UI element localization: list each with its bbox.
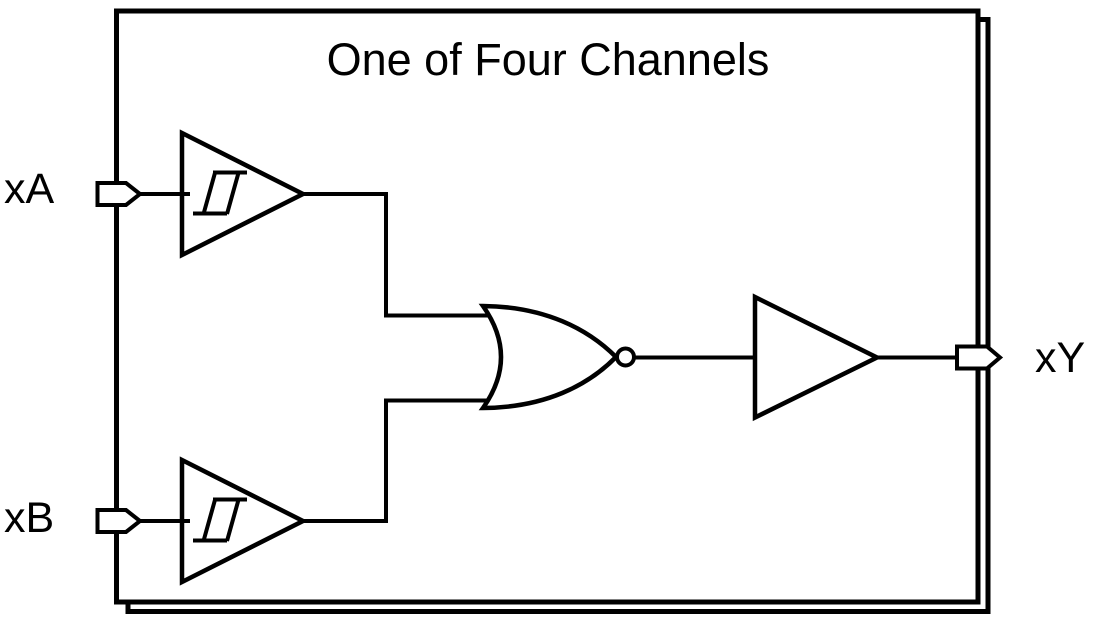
nor-gate — [478, 303, 636, 411]
output-label-xy: xY — [1035, 334, 1085, 382]
inversion-bubble-icon — [615, 346, 636, 368]
or-gate-body — [478, 303, 620, 411]
hysteresis-icon — [193, 497, 247, 543]
hysteresis-icon — [193, 170, 247, 216]
input-pin-xb-icon — [95, 508, 144, 534]
input-label-xb: xB — [4, 494, 54, 542]
diagram-title: One of Four Channels — [327, 34, 770, 85]
input-label-xa: xA — [4, 165, 55, 213]
output-pin-xy-icon — [955, 344, 1004, 371]
wire-trigger-a-to-nor — [301, 192, 489, 318]
input-pin-xb — [95, 508, 144, 534]
input-pin-xa-icon — [95, 181, 144, 207]
wire-trigger-b-to-nor — [301, 398, 489, 523]
